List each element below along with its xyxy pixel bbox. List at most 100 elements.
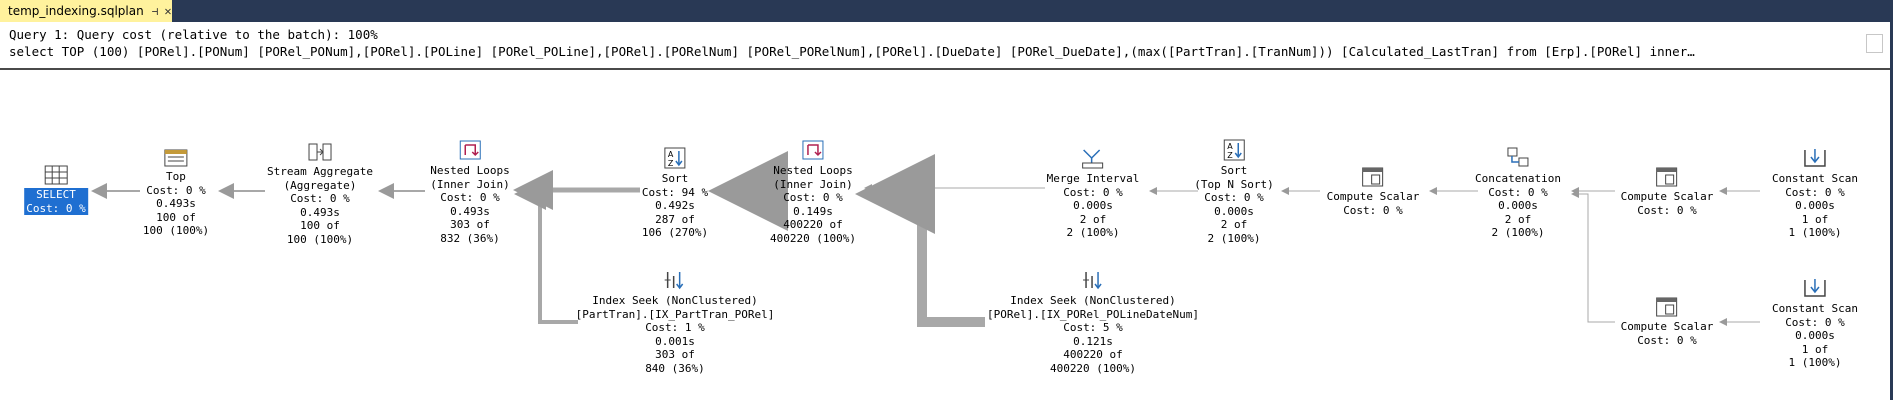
op-merge-rows: 2 of <box>1079 212 1107 226</box>
op-compute-scalar-1[interactable]: Compute Scalar Cost: 0 % <box>1326 166 1420 217</box>
op-sort1-rows: 287 of <box>655 212 695 226</box>
op-merge-cost: Cost: 0 % <box>1063 185 1123 199</box>
op-nested-loops-1[interactable]: Nested Loops (Inner Join) Cost: 0 % 0.49… <box>430 138 510 245</box>
op-concat-name: Concatenation <box>1474 172 1562 185</box>
link-seek2-nl2 <box>855 154 985 327</box>
svg-text:A: A <box>668 150 674 159</box>
op-merge-time: 0.000s <box>1073 199 1113 212</box>
op-const2-est: 1 (100%) <box>1788 356 1842 369</box>
op-sort2-time: 0.000s <box>1214 204 1254 218</box>
op-compute-scalar-2[interactable]: Compute Scalar Cost: 0 % <box>1621 166 1713 217</box>
pin-icon[interactable]: ⊣ <box>151 4 159 18</box>
op-index-seek-2[interactable]: Index Seek (NonClustered) [PORel].[IX_PO… <box>987 268 1199 375</box>
op-seek2-time: 0.121s <box>1073 334 1113 348</box>
op-sort1-name: Sort <box>661 172 689 185</box>
tab-temp-indexing-sqlplan[interactable]: temp_indexing.sqlplan ⊣ ✕ <box>0 0 172 22</box>
op-cs3-cost: Cost: 0 % <box>1637 333 1697 347</box>
op-constant-scan-2[interactable]: Constant Scan Cost: 0 % 0.000s 1 of 1 (1… <box>1772 276 1858 370</box>
op-seek1-cost: Cost: 1 % <box>645 321 705 334</box>
plan-connectors <box>91 151 1760 327</box>
sort-icon: A Z <box>664 147 686 169</box>
op-select-cost: Cost: 0 % <box>26 201 86 215</box>
op-seek2-rows: 400220 of <box>1063 348 1123 361</box>
op-compute-scalar-3[interactable]: Compute Scalar Cost: 0 % <box>1621 296 1713 347</box>
document-tab-bar: temp_indexing.sqlplan ⊣ ✕ <box>0 0 1893 22</box>
op-stream-rows: 100 of <box>300 219 340 232</box>
query-text-line: select TOP (100) [PORel].[PONum] [PORel_… <box>9 44 1695 59</box>
op-seek1-est: 840 (36%) <box>645 361 705 375</box>
op-top-cost: Cost: 0 % <box>146 183 206 197</box>
op-seek1-rows: 303 of <box>655 348 695 361</box>
compute-scalar-icon <box>1656 167 1678 187</box>
op-seek2-cost: Cost: 5 % <box>1063 321 1123 334</box>
op-nl1-sub: (Inner Join) <box>430 177 510 191</box>
nested-loops-icon <box>802 140 824 160</box>
query-header: Query 1: Query cost (relative to the bat… <box>0 22 1893 70</box>
op-nl1-time: 0.493s <box>450 204 490 218</box>
constant-scan-icon <box>1804 279 1826 297</box>
op-nl2-time: 0.149s <box>793 204 833 218</box>
header-divider <box>0 68 1893 70</box>
svg-text:Z: Z <box>1227 151 1233 160</box>
op-nl1-est: 832 (36%) <box>440 231 500 245</box>
op-sort2-name: Sort <box>1220 164 1248 177</box>
op-nl2-rows: 400220 of <box>783 218 843 231</box>
op-nl1-cost: Cost: 0 % <box>440 191 500 204</box>
op-seek2-est: 400220 (100%) <box>1049 361 1137 375</box>
sort-icon: A Z <box>1223 139 1245 161</box>
op-concat-est: 2 (100%) <box>1491 226 1545 239</box>
op-constant-scan-1[interactable]: Constant Scan Cost: 0 % 0.000s 1 of 1 (1… <box>1772 146 1858 240</box>
op-merge-name: Merge Interval <box>1046 172 1140 185</box>
op-nl2-name: Nested Loops <box>773 164 853 177</box>
op-sort-1[interactable]: A Z Sort Cost: 94 % 0.492s 287 of 106 (2… <box>642 146 708 240</box>
op-stream-aggregate[interactable]: Stream Aggregate (Aggregate) Cost: 0 % 0… <box>267 141 373 246</box>
op-sort1-est: 106 (270%) <box>641 226 709 239</box>
execution-plan-canvas[interactable]: SELECT Cost: 0 % Top Cost: 0 % 0.493s 10… <box>0 70 1893 400</box>
op-sort2-rows: 2 of <box>1220 218 1248 231</box>
op-const2-name: Constant Scan <box>1771 302 1859 315</box>
svg-text:Z: Z <box>668 159 674 168</box>
op-index-seek-1[interactable]: Index Seek (NonClustered) [PartTran].[IX… <box>576 268 774 375</box>
op-nl2-est: 400220 (100%) <box>769 231 857 245</box>
op-cs1-name: Compute Scalar <box>1326 190 1420 203</box>
op-const1-est: 1 (100%) <box>1788 226 1842 239</box>
svg-text:A: A <box>1227 142 1233 151</box>
link-seek1-nl1 <box>514 178 578 324</box>
index-seek-icon <box>665 272 684 290</box>
op-select-label: SELECT Cost: 0 % <box>24 188 88 215</box>
op-merge-interval[interactable]: Merge Interval Cost: 0 % 0.000s 2 of 2 (… <box>1046 146 1140 240</box>
constant-scan-icon <box>1804 149 1826 167</box>
op-stream-sub: (Aggregate) <box>283 178 357 192</box>
op-nl2-sub: (Inner Join) <box>773 177 853 191</box>
link-cs3-concat <box>1571 190 1615 323</box>
op-concatenation[interactable]: Concatenation Cost: 0 % 0.000s 2 of 2 (1… <box>1475 146 1561 240</box>
op-cs2-cost: Cost: 0 % <box>1637 203 1697 217</box>
op-top-est: 100 (100%) <box>142 224 210 237</box>
op-sort1-cost: Cost: 94 % <box>641 185 709 199</box>
op-const1-rows: 1 of <box>1801 212 1829 226</box>
op-concat-time: 0.000s <box>1498 199 1538 212</box>
op-sort2-est: 2 (100%) <box>1207 231 1261 245</box>
op-nl1-name: Nested Loops <box>430 164 510 177</box>
compute-scalar-icon <box>1362 167 1384 187</box>
op-top[interactable]: Top Cost: 0 % 0.493s 100 of 100 (100%) <box>143 148 209 238</box>
merge-interval-icon <box>1082 149 1104 169</box>
op-seek2-name: Index Seek (NonClustered) <box>1010 294 1176 307</box>
op-top-time: 0.493s <box>156 197 196 210</box>
concatenation-icon <box>1507 147 1529 167</box>
window-right-border <box>1890 22 1893 400</box>
op-const2-cost: Cost: 0 % <box>1785 315 1845 329</box>
op-sort-2[interactable]: A Z Sort (Top N Sort) Cost: 0 % 0.000s 2… <box>1194 138 1274 245</box>
op-nested-loops-2[interactable]: Nested Loops (Inner Join) Cost: 0 % 0.14… <box>770 138 856 245</box>
tab-title: temp_indexing.sqlplan <box>8 4 144 18</box>
query-cost-line: Query 1: Query cost (relative to the bat… <box>9 27 378 42</box>
op-seek1-name: Index Seek (NonClustered) <box>592 294 758 307</box>
top-icon <box>164 149 188 167</box>
query-expand-button[interactable] <box>1866 34 1883 53</box>
op-merge-est: 2 (100%) <box>1066 226 1120 239</box>
op-nl1-rows: 303 of <box>450 218 490 231</box>
index-seek-icon <box>1082 272 1102 290</box>
op-stream-time: 0.493s <box>300 205 340 219</box>
close-icon[interactable]: ✕ <box>164 4 172 18</box>
op-select[interactable]: SELECT Cost: 0 % <box>24 164 88 215</box>
